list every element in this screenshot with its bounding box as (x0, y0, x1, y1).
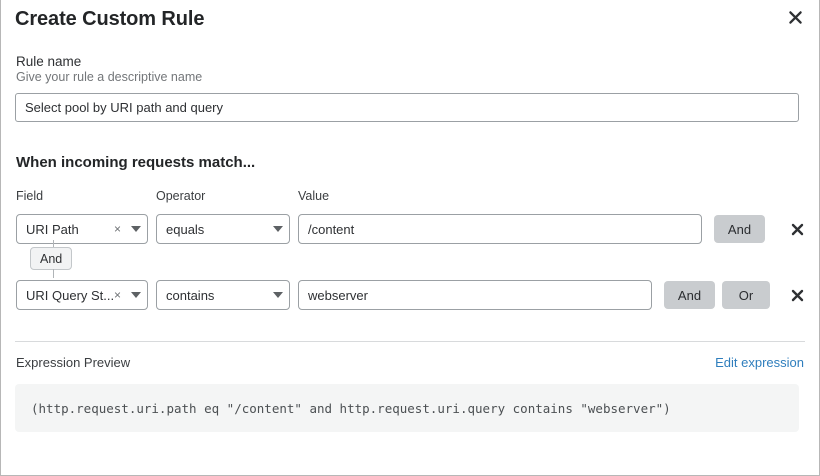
value-input-2[interactable] (298, 280, 652, 310)
column-header-operator: Operator (156, 189, 206, 203)
rule-name-help-text: Give your rule a descriptive name (16, 70, 203, 84)
page-title: Create Custom Rule (15, 8, 205, 30)
condition-connector: And (15, 240, 805, 278)
column-header-field: Field (16, 189, 44, 203)
operator-select-2-value: contains (166, 287, 215, 303)
operator-select-1[interactable]: equals (156, 214, 290, 244)
expression-preview-label: Expression Preview (16, 355, 131, 370)
and-button-1[interactable]: And (714, 215, 765, 243)
chevron-down-icon (125, 226, 147, 232)
expression-preview-box: (http.request.uri.path eq "/content" and… (15, 384, 799, 432)
and-button-2[interactable]: And (664, 281, 715, 309)
field-select-2[interactable]: URI Query St... × (16, 280, 148, 310)
rule-name-label: Rule name (16, 54, 82, 69)
or-button-2[interactable]: Or (722, 281, 770, 309)
operator-select-2[interactable]: contains (156, 280, 290, 310)
delete-condition-button-1[interactable] (784, 216, 810, 242)
connector-line-top (53, 240, 54, 248)
clear-icon[interactable]: × (113, 287, 121, 302)
expression-preview-header: Expression Preview Edit expression (15, 355, 805, 375)
connector-line-bottom (53, 269, 54, 278)
chevron-down-icon (125, 292, 147, 298)
condition-rows: URI Path × equals And And (15, 214, 805, 310)
clear-icon[interactable]: × (113, 221, 121, 236)
field-select-1-value: URI Path (26, 221, 79, 237)
expression-preview-code: (http.request.uri.path eq "/content" and… (31, 400, 671, 416)
connector-and-badge[interactable]: And (30, 247, 73, 270)
operator-select-1-value: equals (166, 221, 205, 237)
section-divider (15, 341, 805, 342)
edit-expression-link[interactable]: Edit expression (715, 355, 804, 370)
delete-condition-button-2[interactable] (784, 282, 810, 308)
condition-row: URI Query St... × contains And Or (15, 280, 805, 310)
chevron-down-icon (267, 292, 289, 298)
value-input-1[interactable] (298, 214, 702, 244)
close-icon[interactable] (784, 6, 806, 28)
field-select-1[interactable]: URI Path × (16, 214, 148, 244)
condition-column-headers: Field Operator Value (15, 189, 805, 207)
chevron-down-icon (267, 226, 289, 232)
column-header-value: Value (298, 189, 330, 203)
field-select-2-value: URI Query St... (26, 287, 114, 303)
rule-name-input[interactable] (15, 93, 799, 122)
condition-row: URI Path × equals And (15, 214, 805, 244)
match-section-title: When incoming requests match... (16, 154, 256, 171)
dialog-header: Create Custom Rule (15, 0, 805, 44)
